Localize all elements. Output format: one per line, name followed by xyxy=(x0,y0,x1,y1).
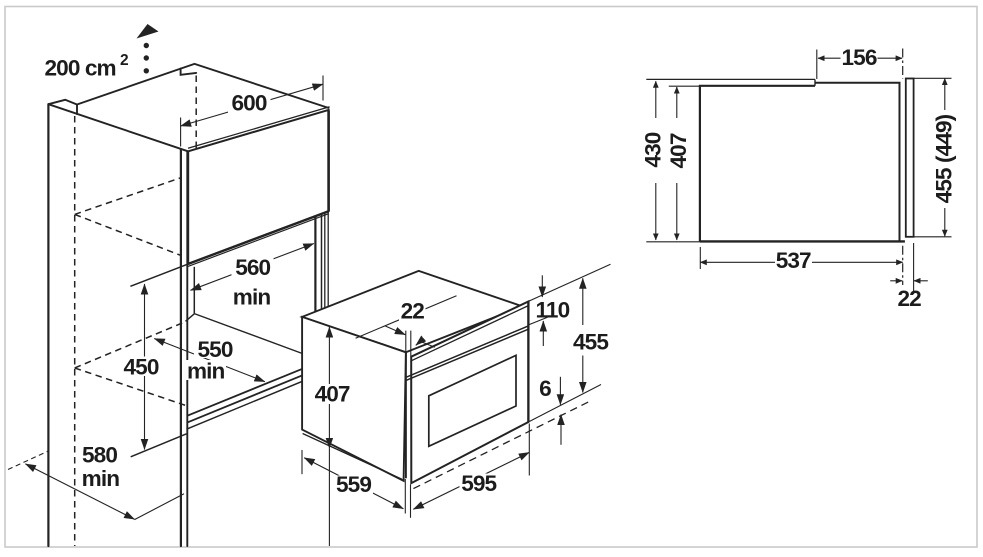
svg-text:200 cm: 200 cm xyxy=(45,56,116,81)
svg-text:min: min xyxy=(82,466,120,491)
svg-text:580: 580 xyxy=(82,443,117,468)
svg-text:600: 600 xyxy=(232,90,267,115)
svg-text:560: 560 xyxy=(235,255,270,280)
svg-text:min: min xyxy=(233,285,271,310)
svg-text:407: 407 xyxy=(315,382,350,407)
svg-text:537: 537 xyxy=(776,248,811,273)
svg-text:min: min xyxy=(187,359,225,384)
svg-text:2: 2 xyxy=(120,52,129,69)
svg-text:22: 22 xyxy=(401,298,425,323)
svg-text:559: 559 xyxy=(336,472,371,497)
svg-text:430: 430 xyxy=(641,132,666,167)
svg-text:455 (449): 455 (449) xyxy=(932,114,957,203)
svg-text:450: 450 xyxy=(124,354,159,379)
svg-text:22: 22 xyxy=(898,286,922,311)
svg-text:455: 455 xyxy=(573,330,608,355)
svg-text:110: 110 xyxy=(536,298,570,323)
svg-text:595: 595 xyxy=(461,471,496,496)
svg-text:550: 550 xyxy=(198,337,233,362)
svg-text:407: 407 xyxy=(666,133,691,168)
svg-text:156: 156 xyxy=(842,45,877,70)
svg-text:6: 6 xyxy=(539,376,551,401)
